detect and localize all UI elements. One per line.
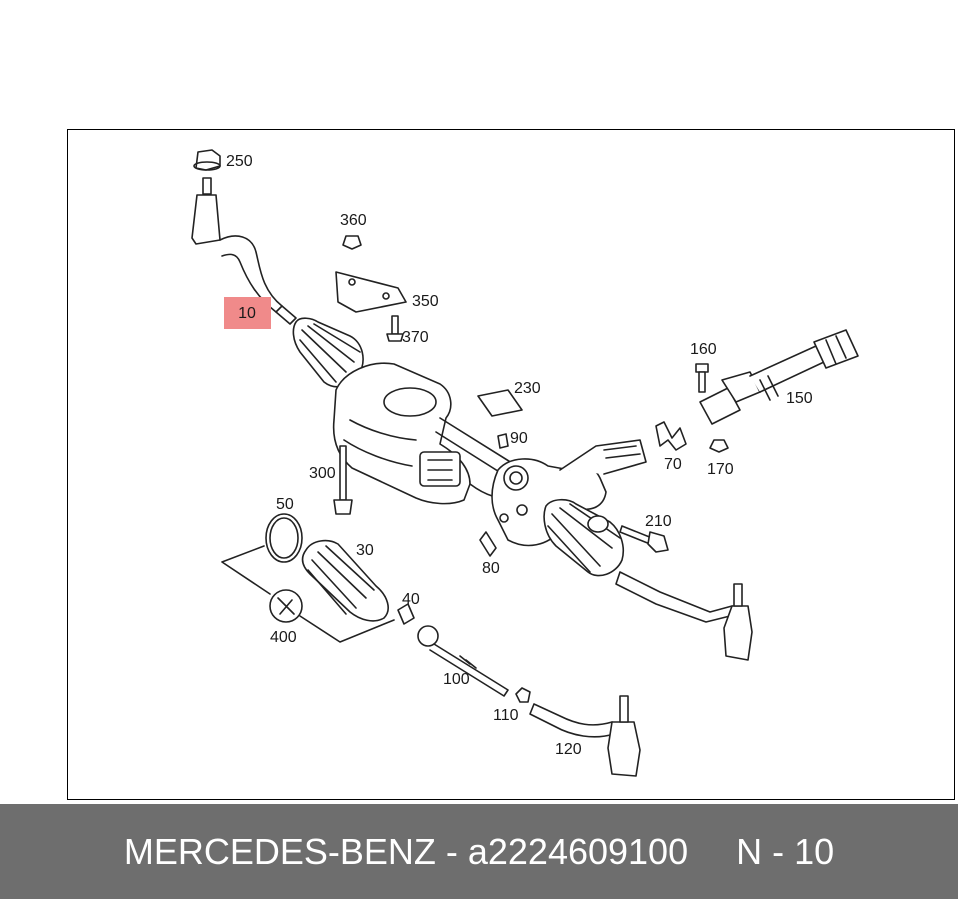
highlight-part-10: [224, 297, 271, 329]
part-90-plug: [497, 433, 509, 449]
part-350-bracket: [335, 271, 407, 313]
callout-300[interactable]: 300: [309, 465, 336, 482]
part-tie-rod-end-right: [615, 571, 753, 661]
part-50-clamp: [265, 513, 303, 563]
part-70-clip: [655, 421, 687, 451]
callout-50[interactable]: 50: [276, 496, 294, 513]
part-110-nut: [515, 687, 531, 703]
callout-30[interactable]: 30: [356, 542, 374, 559]
part-120-tie-rod-end: [529, 695, 641, 777]
callout-250[interactable]: 250: [226, 153, 253, 170]
brand-part-number: MERCEDES-BENZ - a2224609100: [123, 830, 689, 872]
part-170-nut: [709, 439, 729, 453]
part-360-nut: [342, 235, 362, 250]
part-100-inner-tie-rod: [417, 625, 509, 697]
callout-230[interactable]: 230: [514, 380, 541, 397]
part-80-clip: [479, 531, 497, 557]
part-150-steering-shaft: [699, 329, 859, 425]
callout-370[interactable]: 370: [402, 329, 429, 346]
callout-160[interactable]: 160: [690, 341, 717, 358]
part-400-tool: [221, 545, 395, 643]
callout-100[interactable]: 100: [443, 671, 470, 688]
callout-80[interactable]: 80: [482, 560, 500, 577]
callout-360[interactable]: 360: [340, 212, 367, 229]
part-tie-rod-end-upper: [191, 177, 297, 325]
callout-90[interactable]: 90: [510, 430, 528, 447]
callout-40[interactable]: 40: [402, 591, 420, 608]
callout-10[interactable]: 10: [238, 305, 256, 322]
diagram-position: N - 10: [736, 830, 835, 872]
callout-70[interactable]: 70: [664, 456, 682, 473]
part-info-footer: MERCEDES-BENZ - a2224609100 N - 10: [0, 804, 958, 899]
part-40-clip: [397, 603, 415, 625]
part-10-steering-gear-housing: [292, 317, 647, 577]
callout-170[interactable]: 170: [707, 461, 734, 478]
exploded-parts-diagram: 10 250 360 350 370 160 150 230 90 300 70…: [191, 149, 859, 777]
part-160-bolt: [695, 363, 709, 393]
part-370-bolt: [386, 315, 404, 342]
callout-120[interactable]: 120: [555, 741, 582, 758]
part-250-nut: [193, 149, 221, 171]
callout-400[interactable]: 400: [270, 629, 297, 646]
callout-110[interactable]: 110: [493, 707, 519, 724]
callout-150[interactable]: 150: [786, 390, 813, 407]
part-210-bolt: [619, 525, 669, 553]
part-30-bellows-boot: [301, 539, 389, 622]
diagram-frame: [67, 129, 955, 800]
callout-350[interactable]: 350: [412, 293, 439, 310]
part-230-gasket: [477, 389, 523, 417]
part-300-bolt: [333, 445, 353, 515]
callout-210[interactable]: 210: [645, 513, 672, 530]
